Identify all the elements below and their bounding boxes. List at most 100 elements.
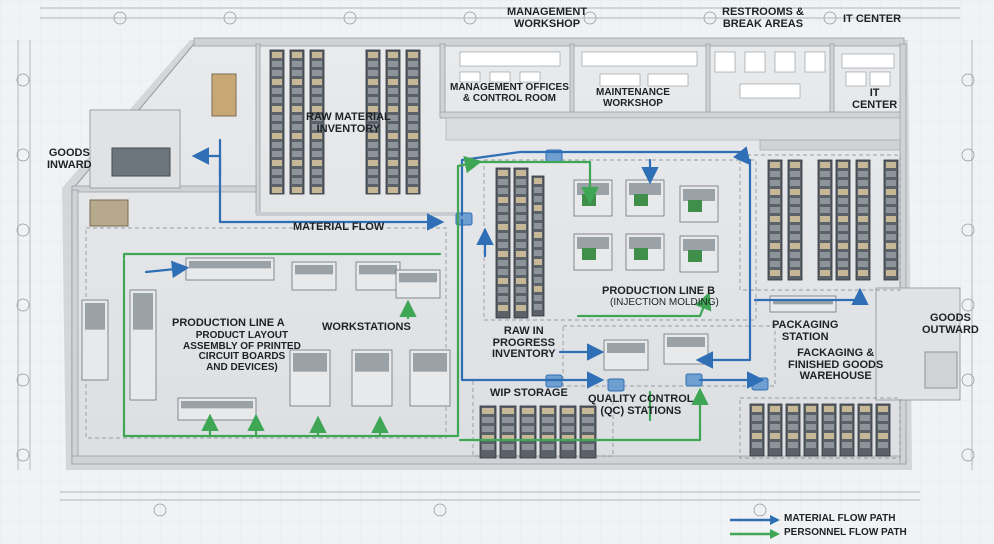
rack-shelf: [820, 171, 830, 177]
rack-shelf: [820, 180, 830, 186]
rack-shelf: [368, 70, 378, 76]
rack-shelf: [790, 216, 800, 222]
rack-shelf: [312, 178, 322, 184]
rack-shelf: [858, 171, 868, 177]
rack-shelf: [790, 207, 800, 213]
rack-shelf: [388, 178, 398, 184]
rack-shelf: [534, 223, 542, 229]
rack-shelf: [408, 169, 418, 175]
label-mgmt-offices: MANAGEMENT OFFICES & CONTROL ROOM: [450, 82, 569, 104]
rack-shelf: [770, 171, 780, 177]
rack-shelf: [790, 225, 800, 231]
rack-shelf: [516, 296, 526, 302]
rack-shelf: [770, 252, 780, 258]
rack-shelf: [312, 52, 322, 58]
rack-shelf: [388, 52, 398, 58]
rack-shelf: [522, 417, 534, 423]
rack-shelf: [312, 106, 322, 112]
machine-panel: [683, 189, 715, 201]
rack-shelf: [388, 133, 398, 139]
rack-shelf: [858, 180, 868, 186]
rack-shelf: [858, 189, 868, 195]
material-flow-line: [191, 147, 222, 178]
rack-shelf: [272, 169, 282, 175]
rack-shelf: [516, 215, 526, 221]
rack-shelf: [860, 406, 870, 412]
rack-shelf: [312, 142, 322, 148]
rack-shelf: [516, 206, 526, 212]
rack-shelf: [516, 197, 526, 203]
rack-shelf: [502, 417, 514, 423]
rack-shelf: [498, 242, 508, 248]
rack-shelf: [516, 233, 526, 239]
rack-shelf: [838, 216, 848, 222]
rack-shelf: [408, 79, 418, 85]
rack-shelf: [482, 444, 494, 450]
rack-shelf: [542, 435, 554, 441]
rack-shelf: [770, 216, 780, 222]
rack-shelf: [522, 408, 534, 414]
rack-shelf: [368, 88, 378, 94]
rack-shelf: [292, 88, 302, 94]
rack-shelf: [582, 444, 594, 450]
rack-shelf: [292, 124, 302, 130]
label-text: PACKAGING STATION: [772, 319, 839, 343]
rack-shelf: [534, 286, 542, 292]
rack-shelf: [312, 151, 322, 157]
rack-shelf: [292, 133, 302, 139]
rack-shelf: [770, 433, 780, 439]
rack-shelf: [838, 243, 848, 249]
rack-shelf: [858, 198, 868, 204]
label-management-workshop: MANAGEMENT WORKSHOP: [507, 6, 587, 30]
rack-shelf: [408, 70, 418, 76]
label-text: MATERIAL FLOW: [293, 221, 385, 233]
legend-label: MATERIAL FLOW PATH: [784, 513, 896, 524]
rack-shelf: [860, 415, 870, 421]
rack-shelf: [858, 261, 868, 267]
machine-panel: [629, 237, 661, 249]
rack-shelf: [368, 124, 378, 130]
rack-shelf: [312, 115, 322, 121]
rack-shelf: [272, 115, 282, 121]
rack-shelf: [292, 142, 302, 148]
rack-shelf: [368, 61, 378, 67]
rack-shelf: [388, 160, 398, 166]
rack-shelf: [790, 270, 800, 276]
rack-shelf: [770, 424, 780, 430]
rack-shelf: [878, 424, 888, 430]
label-text: RESTROOMS & BREAK AREAS: [722, 6, 804, 30]
rack-shelf: [886, 234, 896, 240]
rack-shelf: [498, 305, 508, 311]
rack-shelf: [292, 160, 302, 166]
rack-shelf: [858, 270, 868, 276]
label-production-line-a-sub: PRODUCT LAYOUT ASSEMBLY OF PRINTED CIRCU…: [183, 330, 301, 373]
rack-shelf: [562, 417, 574, 423]
rack-shelf: [516, 287, 526, 293]
rack-shelf: [272, 88, 282, 94]
storage-rack: [289, 49, 305, 195]
machine-panel: [85, 303, 105, 330]
rack-shelf: [824, 415, 834, 421]
machine-screen: [688, 200, 702, 212]
rack-shelf: [838, 189, 848, 195]
rack-shelf: [878, 406, 888, 412]
rack-shelf: [516, 305, 526, 311]
material-flow-line: [695, 158, 752, 369]
rack-shelf: [542, 417, 554, 423]
rack-shelf: [498, 170, 508, 176]
rack-shelf: [534, 205, 542, 211]
rack-shelf: [534, 277, 542, 283]
rack-shelf: [824, 442, 834, 448]
rack-shelf: [886, 189, 896, 195]
label-text: GOODS OUTWARD: [922, 312, 979, 336]
rack-shelf: [498, 179, 508, 185]
material-flow-line: [460, 218, 605, 389]
rack-shelf: [582, 408, 594, 414]
rack-shelf: [312, 61, 322, 67]
rack-shelf: [292, 61, 302, 67]
rack-shelf: [790, 261, 800, 267]
storage-rack: [269, 49, 285, 195]
rack-shelf: [878, 433, 888, 439]
rack-shelf: [388, 97, 398, 103]
